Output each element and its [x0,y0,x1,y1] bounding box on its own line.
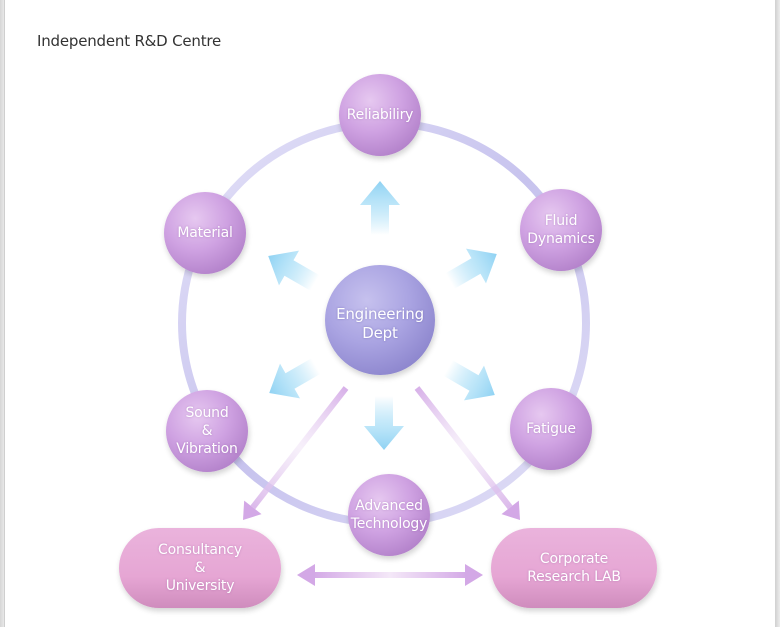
node-corporate-research-lab [491,528,657,608]
window-frame-right [775,0,780,627]
node-advanced-technology-label-line: Technology [350,516,428,532]
node-engineering-dept-label-line: Dept [362,324,398,342]
node-material-label-line: Material [177,225,233,241]
node-reliability-label: Reliabiliry [346,106,414,124]
node-consultancy-university [119,528,281,608]
node-material-label: Material [177,224,232,242]
arrow-engineering-to-material [268,250,320,291]
arrow-engineering-to-corporate-research-lab [414,386,520,520]
diagram-title: Independent R&D Centre [37,32,222,50]
node-corporate-research-lab-label-line: Corporate [539,551,609,567]
node-fluid-dynamics [520,189,602,271]
node-consultancy-university-label-line: & [194,560,206,576]
node-engineering-dept [325,265,435,375]
arrow-engineering-to-reliability [360,181,400,235]
node-advanced-technology [348,474,430,556]
node-fatigue [510,388,592,470]
node-fluid-dynamics-label-line: Fluid [544,213,578,229]
node-reliability-label-line: Reliabiliry [346,107,414,123]
arrow-engineering-to-sound-vibration [269,358,321,399]
arrow-engineering-to-fatigue [443,360,495,401]
node-reliability [339,74,421,156]
node-sound-vibration-label: Sound & Vibration [176,404,238,458]
node-material [164,192,246,274]
node-consultancy-university-label: Consultancy & University [158,541,242,595]
node-fatigue-label-line: Fatigue [526,421,576,437]
node-fluid-dynamics-label-line: Dynamics [527,231,595,247]
node-sound-vibration-label-line: & [201,423,213,439]
node-advanced-technology-label-line: Advanced [355,498,423,514]
arrow-engineering-to-advanced-technology [364,396,404,450]
node-engineering-dept-label-line: Engineering [336,305,424,323]
node-fatigue-label: Fatigue [526,420,576,438]
window-frame-left [0,0,5,627]
node-sound-vibration [166,390,248,472]
node-sound-vibration-label-line: Sound [185,405,229,421]
arrow-engineering-to-fluid-dynamics [445,248,497,289]
arrow-consultancy-corporate-double [297,564,483,586]
node-corporate-research-lab-label-line: Research LAB [527,569,621,585]
node-sound-vibration-label-line: Vibration [176,441,238,457]
node-consultancy-university-label-line: Consultancy [158,542,242,558]
node-consultancy-university-label-line: University [165,578,235,594]
arrow-engineering-to-consultancy-university [243,386,349,520]
